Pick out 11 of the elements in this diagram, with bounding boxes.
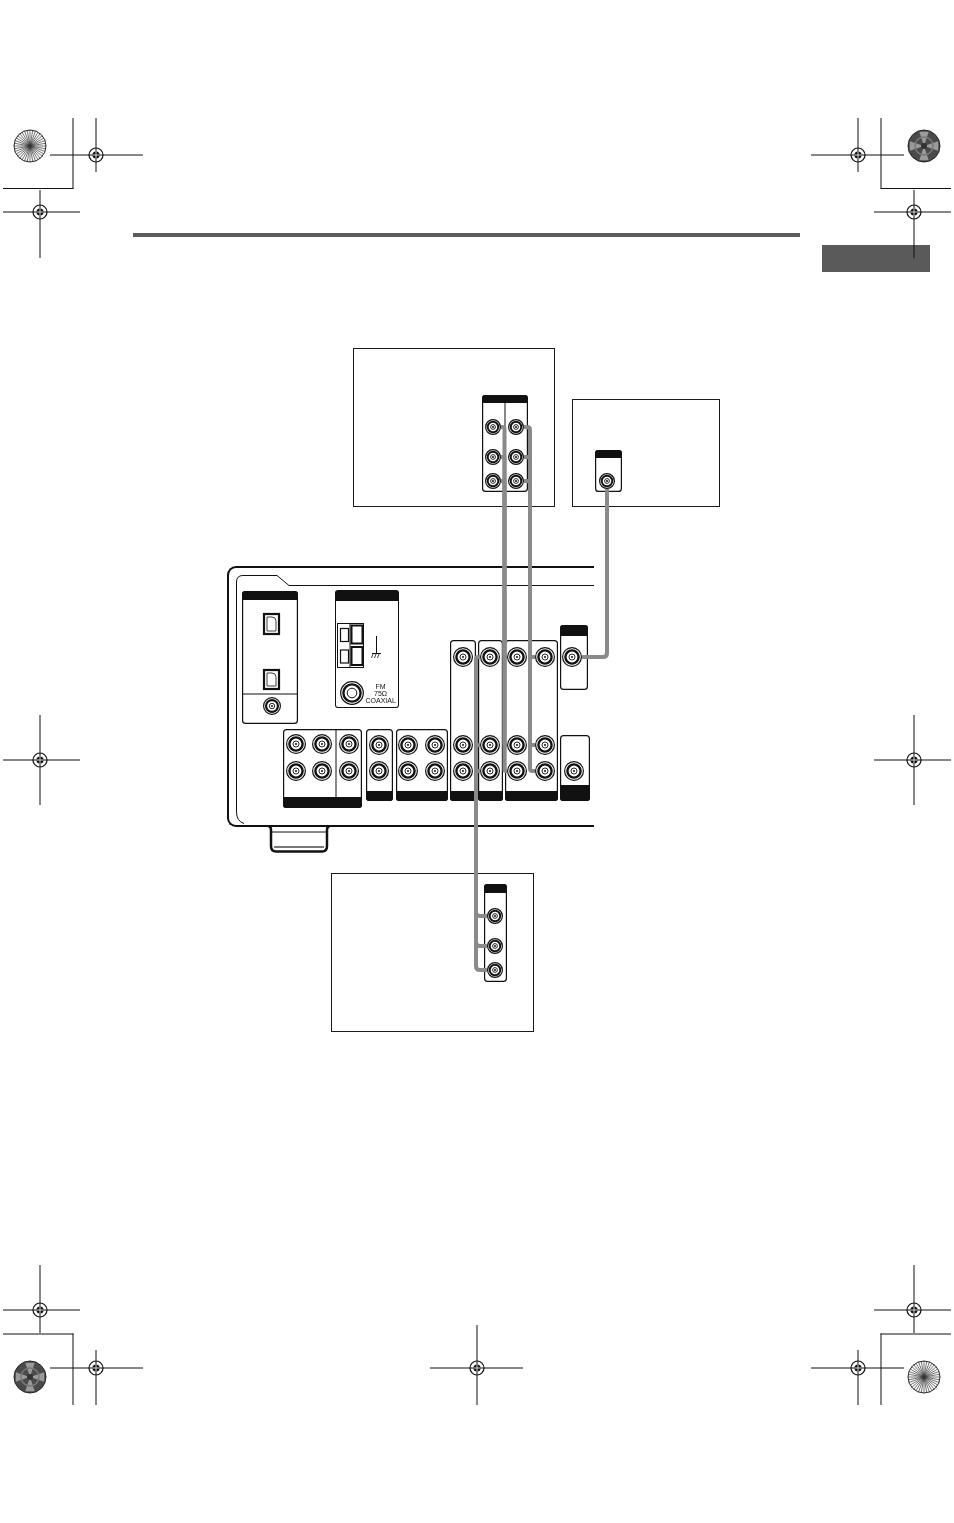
cable — [524, 455, 536, 747]
device-box — [572, 399, 720, 507]
cable — [500, 479, 508, 773]
device-box — [353, 348, 555, 507]
cable — [474, 769, 487, 972]
cable — [474, 655, 487, 918]
device-box — [331, 873, 534, 1032]
cable — [524, 479, 536, 773]
antenna-jack-panel — [334, 589, 399, 708]
cable — [524, 425, 536, 659]
section-tab — [822, 245, 930, 272]
